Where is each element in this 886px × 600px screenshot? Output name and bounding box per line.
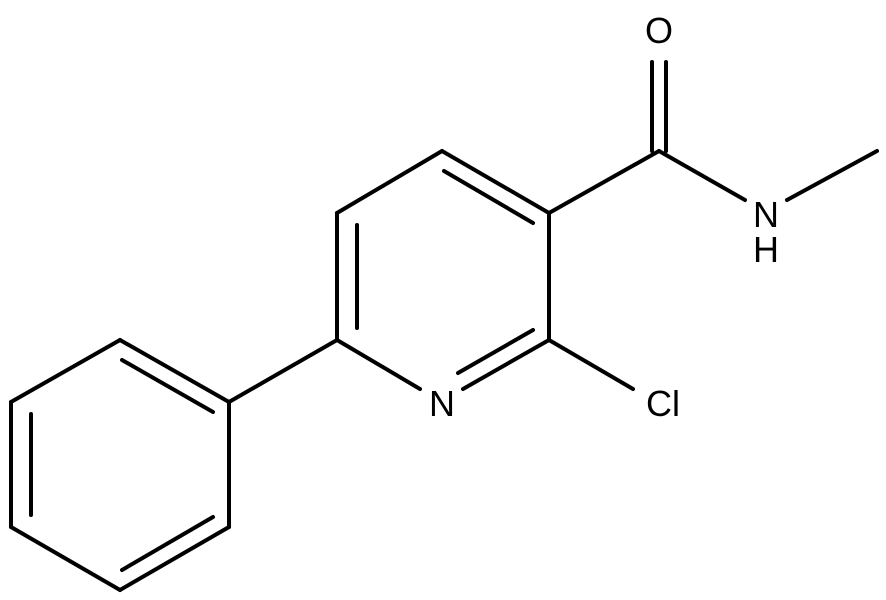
bond-phenyl-1-inner [120,358,215,414]
oxygen-label: O [645,10,673,51]
bond-c3-carbonyl [547,149,661,215]
phenyl-ring [9,338,231,592]
bond-pyridine-c5-c4 [335,149,444,215]
bond-phenyl-4 [9,525,122,592]
bond-pyridine-c2-n1 [461,338,551,391]
ring-nitrogen-atom: N [429,383,455,424]
bond-phenyl-5 [118,525,231,592]
oxygen-atom: O [645,10,673,51]
bond-c2-chlorine [547,338,635,391]
bond-phenyl-2 [9,338,122,404]
bond-phenyl-5-inner [120,515,215,572]
bond-carbonyl-nitrogen [657,149,747,202]
bond-phenyl-pyridine [227,338,339,404]
amide-nitrogen-atom: N H [753,194,779,270]
pyridine-ring [335,149,551,391]
amide-nitrogen-label: N [753,194,779,235]
bond-pyridine-c4-c3 [440,149,551,215]
bond-pyridine-c4-c3-inner [442,169,535,225]
ring-nitrogen-label: N [429,383,455,424]
bond-pyridine-c2-n1-inner [456,328,535,375]
chlorine-label: Cl [646,383,680,424]
bond-pyridine-n1-c6 [335,338,422,391]
carboxamide-group [547,60,879,215]
amide-hydrogen-label: H [753,229,779,270]
chlorine-atom: Cl [646,383,680,424]
bond-phenyl-1 [118,338,231,404]
bond-nitrogen-methyl [785,149,879,202]
